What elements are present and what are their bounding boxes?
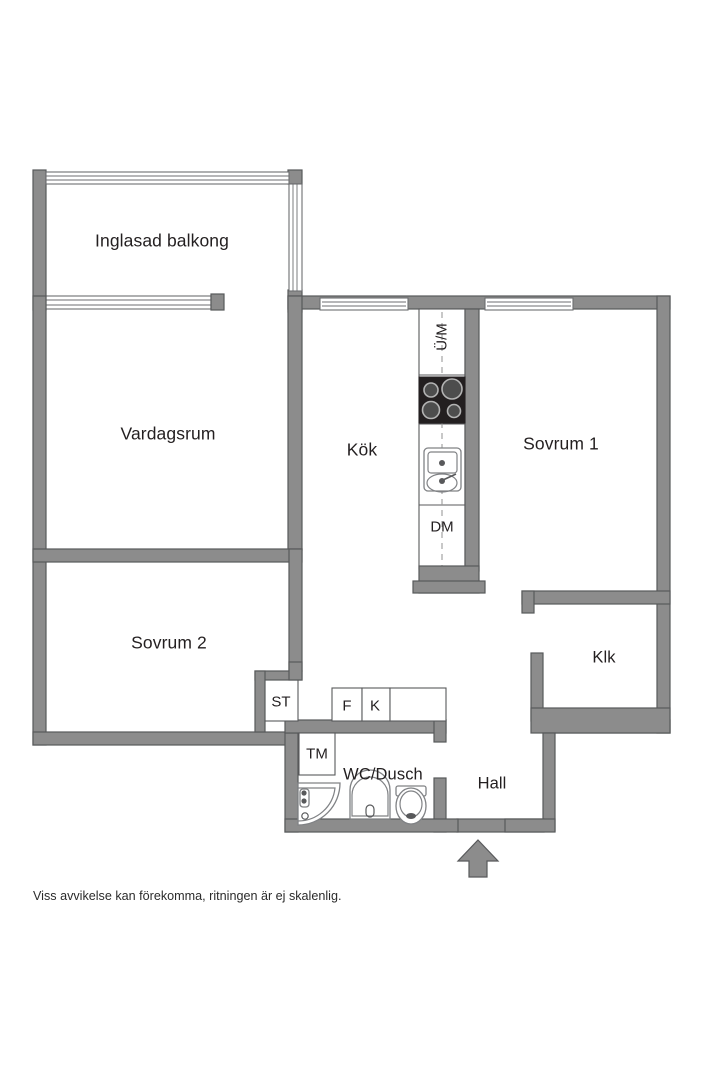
walkin-closet-walls — [521, 590, 671, 734]
unit-label-fridge: K — [369, 697, 381, 715]
disclaimer-text: Viss avvikelse kan förekomma, ritningen … — [33, 889, 342, 903]
kitchenette-cabinets — [331, 687, 447, 722]
balcony-top-glazing — [45, 171, 290, 185]
unit-label-storage: ST — [271, 693, 291, 711]
kitchen-window — [319, 297, 409, 311]
kitchen-cabinet-column — [412, 308, 486, 594]
room-label-walkincloset: Klk — [592, 648, 616, 667]
unit-label-washer-dryer: Ü/M — [433, 323, 451, 351]
livingroom-kitchen-wall — [32, 295, 303, 672]
corner-shower-fixture — [297, 782, 341, 826]
tumble-dryer-unit — [298, 732, 336, 776]
room-label-bedroom2: Sovrum 2 — [131, 632, 207, 653]
apartment-outer-walls — [32, 295, 671, 746]
room-label-livingroom: Vardagsrum — [120, 423, 216, 444]
unit-label-freezer: F — [342, 697, 352, 715]
washbasin-fixture — [349, 769, 391, 820]
balcony-bottom-glazing — [45, 293, 225, 311]
balcony-right-glazing — [288, 183, 303, 292]
room-label-bedroom1: Sovrum 1 — [523, 433, 599, 454]
room-label-kitchen: Kök — [346, 439, 378, 460]
unit-label-tumble-dryer: TM — [306, 745, 328, 763]
storage-closet — [254, 661, 303, 733]
entrance-arrow — [456, 839, 500, 878]
room-label-bathroom: WC/Dusch — [343, 765, 423, 784]
kitchen-sink-fixture — [423, 447, 462, 493]
room-label-hallway: Hall — [477, 774, 507, 793]
hall-walls — [456, 732, 556, 833]
toilet-fixture — [395, 785, 427, 825]
cooktop-fixture — [418, 376, 466, 424]
bedroom1-window — [484, 297, 574, 311]
unit-label-dishwasher: DM — [430, 518, 454, 536]
room-label-balcony: Inglasad balkong — [95, 230, 229, 251]
